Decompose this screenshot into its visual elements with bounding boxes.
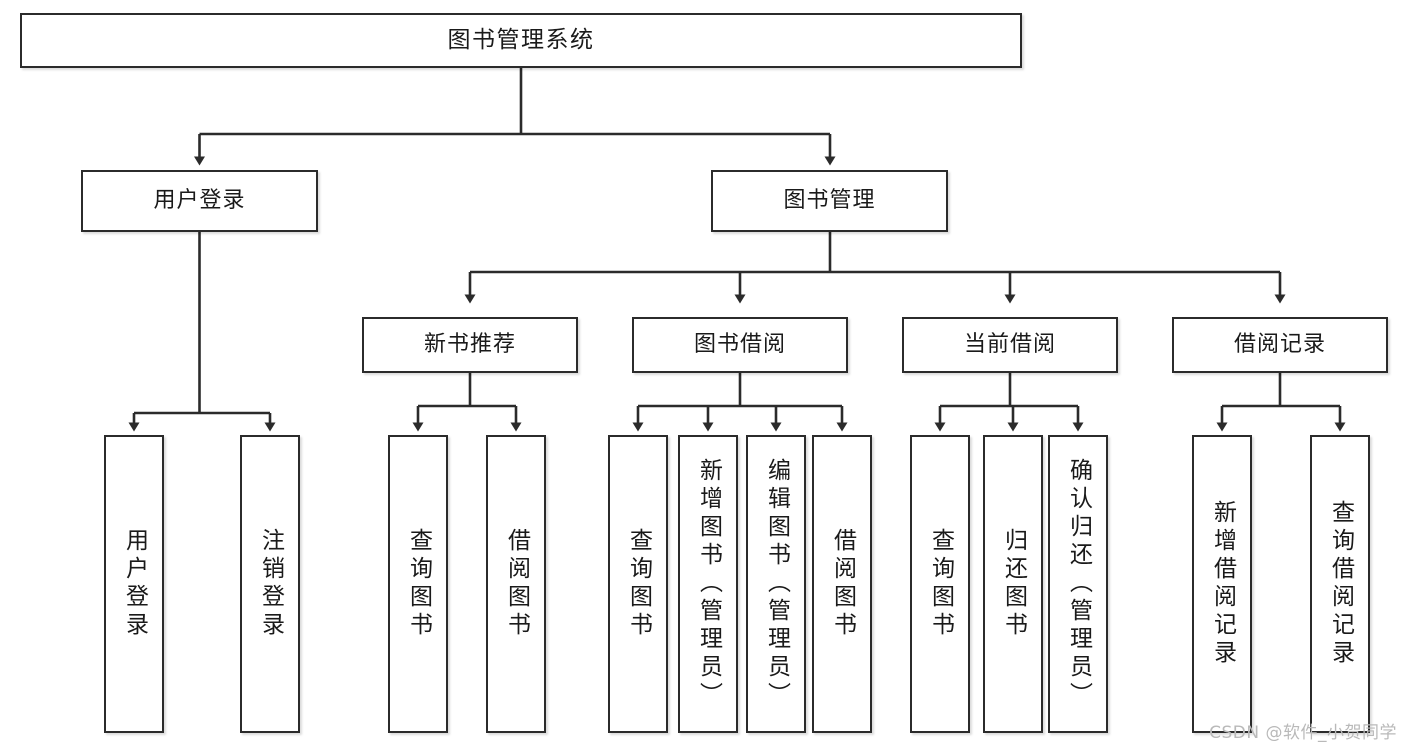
node-book-borrow[interactable]: 图书借阅 [632,317,848,373]
node-new-book-rec[interactable]: 新书推荐 [362,317,578,373]
leaf-add-record-label: 新增借阅记录 [1209,500,1236,668]
node-borrow-record-label: 借阅记录 [1233,332,1326,358]
leaf-return-book-label: 归还图书 [1000,528,1027,640]
leaf-add-record[interactable]: 新增借阅记录 [1192,435,1252,733]
leaf-confirm-return[interactable]: 确认归还（管理员） [1048,435,1108,733]
leaf-query-book-2[interactable]: 查询图书 [608,435,668,733]
node-book-manage[interactable]: 图书管理 [711,170,948,232]
leaf-query-record[interactable]: 查询借阅记录 [1310,435,1370,733]
leaf-edit-book-label: 编辑图书（管理员） [763,458,790,710]
leaf-borrow-book-1[interactable]: 借阅图书 [486,435,546,733]
leaf-borrow-book-2[interactable]: 借阅图书 [812,435,872,733]
leaf-return-book[interactable]: 归还图书 [983,435,1043,733]
leaf-edit-book[interactable]: 编辑图书（管理员） [746,435,806,733]
leaf-query-book-1[interactable]: 查询图书 [388,435,448,733]
node-user-login-label: 用户登录 [153,188,246,214]
leaf-borrow-book-2-label: 借阅图书 [829,528,856,640]
leaf-user-login-label: 用户登录 [121,528,148,640]
node-book-borrow-label: 图书借阅 [693,332,786,358]
leaf-add-book-label: 新增图书（管理员） [695,458,722,710]
node-new-book-rec-label: 新书推荐 [423,332,516,358]
leaf-query-book-2-label: 查询图书 [625,528,652,640]
node-root-label: 图书管理系统 [447,26,595,53]
node-current-borrow[interactable]: 当前借阅 [902,317,1118,373]
node-borrow-record[interactable]: 借阅记录 [1172,317,1388,373]
leaf-add-book[interactable]: 新增图书（管理员） [678,435,738,733]
node-book-manage-label: 图书管理 [783,188,876,214]
node-root[interactable]: 图书管理系统 [20,13,1022,68]
leaf-user-logout-label: 注销登录 [257,528,284,640]
node-current-borrow-label: 当前借阅 [963,332,1056,358]
leaf-confirm-return-label: 确认归还（管理员） [1065,458,1092,710]
node-user-login[interactable]: 用户登录 [81,170,318,232]
leaf-user-login[interactable]: 用户登录 [104,435,164,733]
leaf-query-book-3-label: 查询图书 [927,528,954,640]
csdn-watermark: CSDN @软件_小贺同学 [1209,723,1397,743]
leaf-user-logout[interactable]: 注销登录 [240,435,300,733]
leaf-borrow-book-1-label: 借阅图书 [503,528,530,640]
leaf-query-record-label: 查询借阅记录 [1327,500,1354,668]
leaf-query-book-3[interactable]: 查询图书 [910,435,970,733]
leaf-query-book-1-label: 查询图书 [405,528,432,640]
